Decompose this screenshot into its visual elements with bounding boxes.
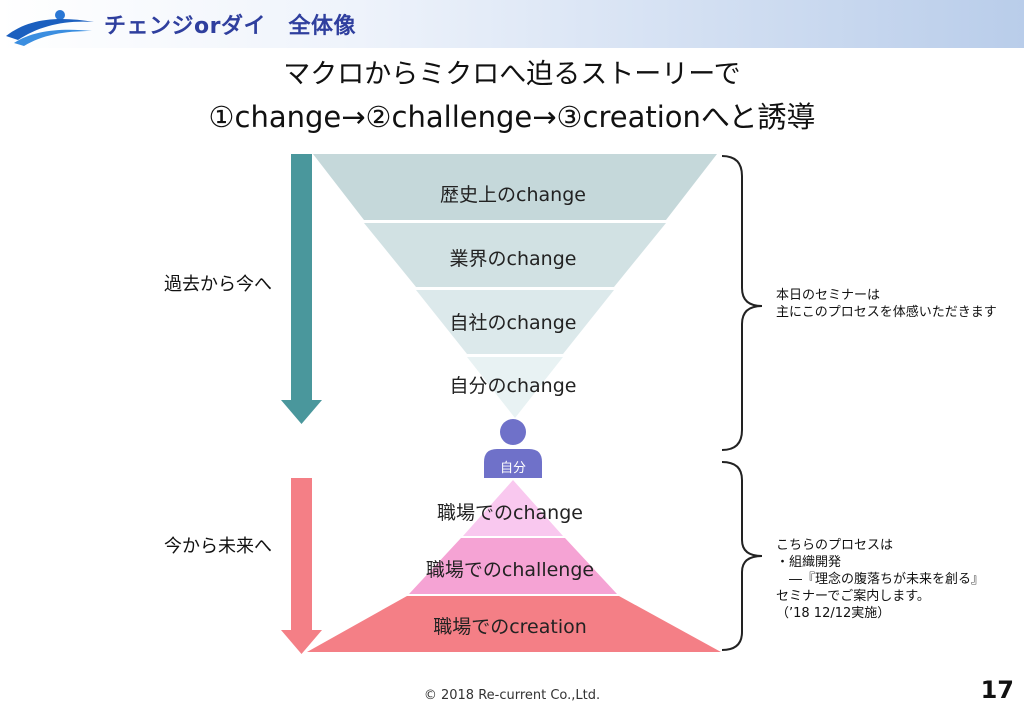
note-lower: こちらのプロセスは ・組織開発 ―『理念の腹落ちが未来を創る』 セミナーでご案内… — [776, 537, 984, 622]
brace-lower-icon — [721, 461, 763, 651]
funnel-label-4: 自分のchange — [449, 375, 577, 397]
pyramid-label-1: 職場でのchange — [437, 502, 583, 524]
funnel-level-2 — [364, 223, 666, 287]
pyramid-label-3: 職場でのcreation — [433, 616, 587, 638]
note-lower-line2: ・組織開発 — [776, 555, 842, 570]
note-lower-line1: こちらのプロセスは — [776, 538, 894, 553]
pyramid-level-2 — [409, 538, 617, 594]
person-label: 自分 — [499, 461, 526, 476]
funnel-level-3 — [416, 290, 614, 354]
subtitle-line2: ①change→②challenge→③creationへと誘導 — [208, 100, 816, 134]
note-lower-line4: セミナーでご案内します。 — [776, 589, 930, 604]
pyramid-level-1 — [463, 480, 563, 536]
pyramid-label-2: 職場でのchallenge — [425, 559, 595, 581]
funnel-level-1 — [313, 154, 717, 220]
pyramid-level-3 — [307, 596, 721, 652]
funnel-label-2: 業界のchange — [449, 248, 577, 270]
arrow-down-future-icon — [281, 478, 322, 654]
note-upper-line1: 本日のセミナーは — [776, 288, 881, 303]
brace-upper-icon — [721, 155, 763, 451]
label-now-to-future: 今から未来へ — [164, 536, 272, 557]
funnel-label-1: 歴史上のchange — [440, 184, 586, 206]
header-bar — [0, 0, 1024, 48]
funnel-level-4 — [467, 357, 563, 418]
label-past-to-now: 過去から今へ — [164, 274, 272, 295]
funnel-label-3: 自社のchange — [449, 312, 577, 334]
note-upper-line2: 主にこのプロセスを体感いただきます — [776, 305, 997, 320]
page-number: 17 — [980, 676, 1014, 704]
copyright: © 2018 Re-current Co.,Ltd. — [423, 688, 601, 703]
note-upper: 本日のセミナーは 主にこのプロセスを体感いただきます — [776, 287, 997, 321]
note-lower-line5: （’18 12/12実施） — [776, 606, 891, 621]
note-lower-line3: ―『理念の腹落ちが未来を創る』 — [776, 572, 985, 587]
subtitle-line1: マクロからミクロへ迫るストーリーで — [283, 59, 741, 90]
header-title: チェンジorダイ 全体像 — [104, 14, 356, 39]
arrow-down-past-icon — [281, 154, 322, 424]
company-logo-icon — [6, 10, 94, 46]
person-icon — [484, 419, 542, 478]
